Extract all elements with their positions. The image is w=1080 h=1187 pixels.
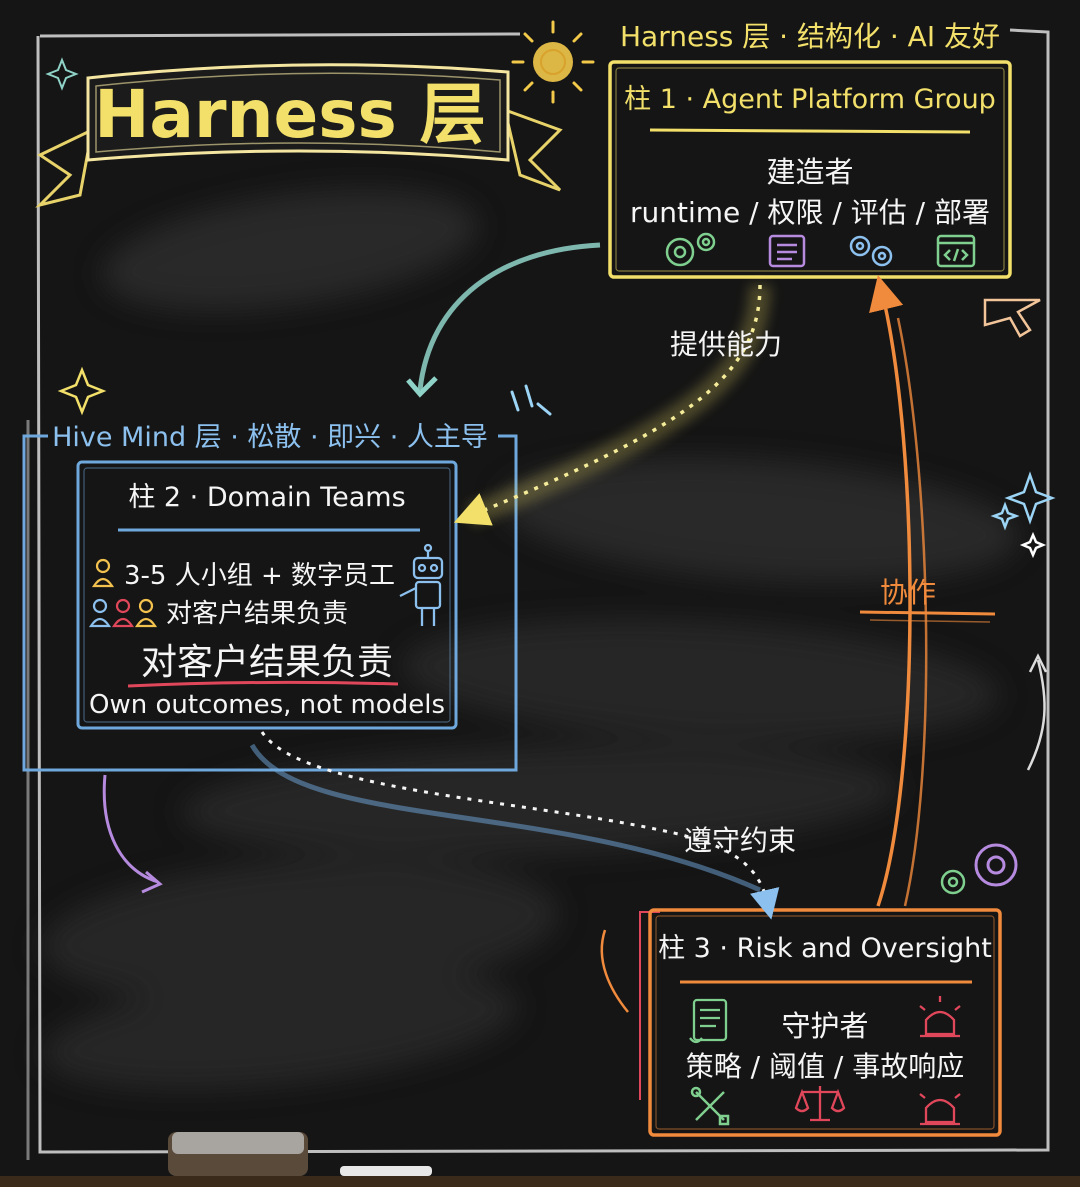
orange-curl-arrow xyxy=(600,929,629,1013)
pillar3-title: 柱 3 · Risk and Oversight xyxy=(658,933,992,964)
comply-arrow xyxy=(249,731,780,920)
sun-icon xyxy=(511,20,595,104)
teal-flow-arrow xyxy=(417,242,601,391)
robot-icon xyxy=(399,543,444,626)
hive-layer-frame xyxy=(22,434,518,772)
tools-icon xyxy=(690,1086,730,1126)
hive-layer-heading: Hive Mind 层 · 松散 · 即兴 · 人主导 xyxy=(52,422,488,453)
board-frame xyxy=(26,28,1050,1160)
title-banner: Harness 层 xyxy=(35,63,563,208)
pillar1-role: 建造者 xyxy=(766,155,853,189)
sparkle-icon xyxy=(57,366,107,416)
highlight-underline xyxy=(127,680,399,688)
pillar1-box: 柱 1 · Agent Platform Group 建造者 runtime /… xyxy=(608,60,1012,279)
white-curve-arrow xyxy=(1026,659,1046,771)
comply-label: 遵守约束 xyxy=(684,824,796,857)
white-arrowhead xyxy=(1028,653,1048,673)
gears-icon xyxy=(665,232,716,267)
pillar2-box: 柱 2 · Domain Teams 3-5 人小组 + 数字员工 对客户结果负… xyxy=(76,460,458,730)
cursor-icon xyxy=(983,298,1041,338)
purple-arrowhead xyxy=(141,870,163,894)
pillar2-title: 柱 2 · Domain Teams xyxy=(128,482,405,513)
code-window-icon xyxy=(936,234,976,268)
collaborate-label: 协作 xyxy=(880,576,936,609)
purple-curve-arrow xyxy=(102,774,159,884)
pillar3-role: 守护者 xyxy=(781,1009,868,1043)
harness-layer-heading: Harness 层 · 结构化 · AI 友好 xyxy=(620,20,1000,53)
pillar2-line1: 3-5 人小组 + 数字员工 xyxy=(124,561,395,591)
pillar1-divider xyxy=(649,128,971,134)
gears-icon xyxy=(940,869,966,895)
scale-icon xyxy=(794,1086,846,1122)
pillar3-scope: 策略 / 阈值 / 事故响应 xyxy=(686,1050,964,1083)
pillar2-line2: 对客户结果负责 xyxy=(166,599,348,629)
pillar1-title: 柱 1 · Agent Platform Group xyxy=(624,84,996,115)
checklist-icon xyxy=(768,234,806,268)
pillar2-motto: Own outcomes, not models xyxy=(89,690,445,720)
pillar2-highlight: 对客户结果负责 xyxy=(141,642,393,683)
scroll-icon xyxy=(689,998,728,1044)
pillar3-box: 柱 3 · Risk and Oversight 守护者 策略 / 阈值 / 事… xyxy=(639,908,1002,1137)
sparkle-icon xyxy=(45,57,79,91)
banner-title: Harness 层 xyxy=(94,76,486,153)
teal-arrowhead xyxy=(406,376,438,398)
sparkle-icon xyxy=(990,471,1056,559)
provide-label: 提供能力 xyxy=(670,328,782,361)
provide-arrow xyxy=(453,284,771,527)
gears-icon xyxy=(849,235,893,267)
pillar1-scope: runtime / 权限 / 评估 / 部署 xyxy=(630,196,990,229)
chalk-tray xyxy=(0,1132,1080,1187)
chalk-dash-marks xyxy=(510,384,552,416)
group-icon xyxy=(88,598,158,628)
collaborate-arrow xyxy=(859,274,996,907)
siren-icon xyxy=(919,1093,961,1126)
gears-icon xyxy=(974,843,1018,887)
siren-icon xyxy=(919,996,961,1038)
person-icon xyxy=(91,558,115,588)
chalk-smudges xyxy=(40,189,1020,1091)
